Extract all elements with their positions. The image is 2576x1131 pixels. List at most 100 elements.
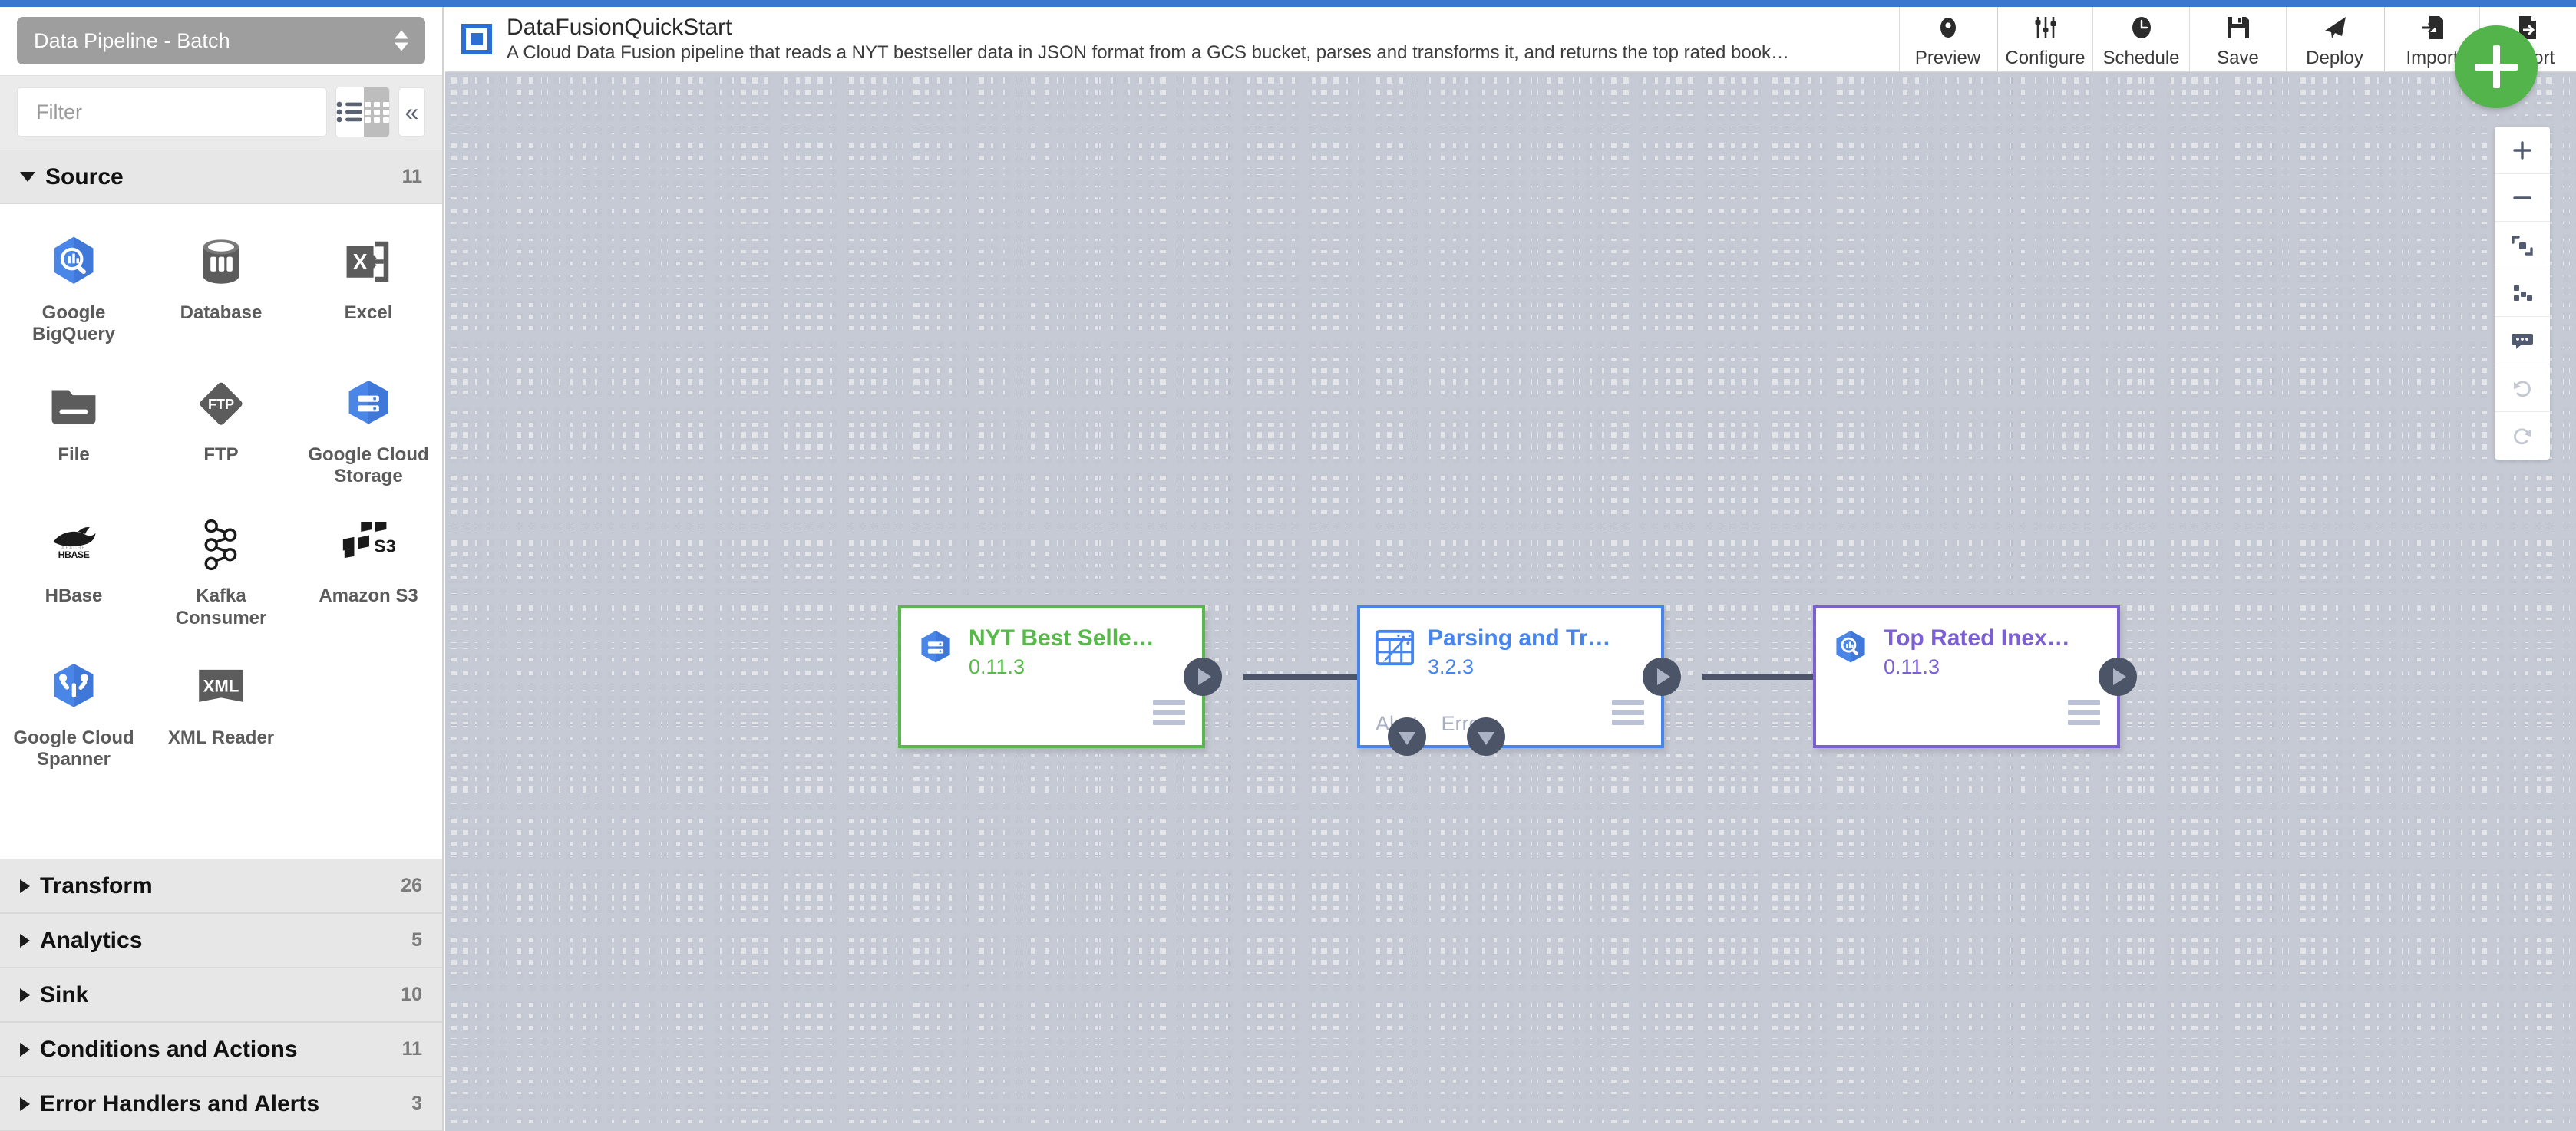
- plugin-item-xml-reader[interactable]: XML XML Reader: [147, 648, 295, 779]
- chevron-right-icon: [20, 1042, 30, 1057]
- add-node-button[interactable]: [2455, 25, 2538, 108]
- plugin-label: FTP: [203, 443, 239, 465]
- node-output-port[interactable]: [2099, 658, 2137, 696]
- pipeline-node-sink[interactable]: Top Rated Inex… 0.11.3: [1813, 605, 2137, 748]
- plugin-item-database[interactable]: Database: [147, 223, 295, 354]
- deploy-button[interactable]: Deploy: [2286, 7, 2383, 71]
- pipeline-node-source[interactable]: NYT Best Selle… 0.11.3: [898, 605, 1222, 748]
- sidebar-section-analytics[interactable]: Analytics 5: [0, 913, 442, 968]
- pipeline-description[interactable]: A Cloud Data Fusion pipeline that reads …: [507, 41, 1790, 63]
- chevron-double-left-icon[interactable]: «: [398, 87, 425, 137]
- google-bigquery-icon: [44, 232, 104, 292]
- plugin-label: Kafka Consumer: [175, 585, 267, 628]
- save-button[interactable]: Save: [2189, 7, 2286, 71]
- sidebar-spacer: [0, 793, 442, 859]
- plugin-item-google-bigquery[interactable]: Google BigQuery: [0, 223, 147, 354]
- plugin-item-hbase[interactable]: HBASE APACHE HBase: [0, 506, 147, 637]
- plugin-item-excel[interactable]: X Excel: [295, 223, 442, 354]
- sidebar-section-source[interactable]: Source 11: [0, 150, 442, 204]
- import-button[interactable]: Import: [2383, 7, 2479, 71]
- floppy-disk-icon: [2226, 12, 2251, 43]
- page-title[interactable]: DataFusionQuickStart: [507, 15, 732, 41]
- fit-screen-icon[interactable]: [2495, 222, 2550, 269]
- toolbar-action-label: Import: [2406, 48, 2459, 68]
- comment-bubble-icon[interactable]: [2495, 317, 2550, 364]
- node-title: Top Rated Inex…: [1884, 625, 2070, 651]
- schedule-button[interactable]: Schedule: [2092, 7, 2189, 71]
- search-input[interactable]: [17, 87, 327, 137]
- error-port-dot[interactable]: [1467, 717, 1505, 756]
- pipeline-type-select-wrap: Data Pipeline - Batch: [0, 7, 442, 76]
- svg-text:X: X: [353, 250, 368, 275]
- svg-text:HBASE: HBASE: [58, 549, 90, 560]
- plugin-item-google-cloud-spanner[interactable]: Google Cloud Spanner: [0, 648, 147, 779]
- svg-text:XML: XML: [203, 677, 239, 696]
- export-arrow-icon: [2516, 12, 2541, 43]
- sidebar-section-label: Transform: [40, 872, 153, 899]
- google-cloud-storage-icon: [339, 374, 398, 434]
- plugin-label: Amazon S3: [319, 585, 418, 607]
- grid-view-icon[interactable]: [364, 87, 389, 137]
- preview-button[interactable]: Preview: [1899, 7, 1996, 71]
- svg-text:S3: S3: [374, 536, 396, 556]
- align-nodes-icon[interactable]: [2495, 269, 2550, 317]
- hamburger-menu-icon[interactable]: [2068, 700, 2100, 725]
- toolbar-action-label: Configure: [2005, 48, 2086, 68]
- zoom-out-button[interactable]: [2495, 174, 2550, 222]
- pipeline-type-value: Data Pipeline - Batch: [34, 28, 230, 52]
- sidebar-section-count: 11: [401, 1038, 422, 1060]
- plugin-item-kafka-consumer[interactable]: Kafka Consumer: [147, 506, 295, 637]
- chevron-right-icon: [20, 879, 30, 893]
- sidebar-section-count: 5: [411, 929, 422, 951]
- toolbar-action-label: Preview: [1914, 48, 1981, 68]
- hbase-icon: HBASE APACHE: [44, 515, 104, 575]
- node-output-port[interactable]: [1184, 658, 1222, 696]
- node-version: 3.2.3: [1428, 655, 1475, 678]
- plugin-label: File: [58, 443, 90, 465]
- pipeline-canvas[interactable]: NYT Best Selle… 0.11.3: [445, 72, 2576, 1131]
- chevron-down-icon: [20, 172, 35, 182]
- database-icon: [191, 232, 251, 292]
- pipeline-type-select[interactable]: Data Pipeline - Batch: [17, 17, 425, 64]
- hamburger-menu-icon[interactable]: [1612, 700, 1644, 725]
- node-header: NYT Best Selle… 0.11.3: [901, 608, 1202, 679]
- node-header: Parsing and Tr… 3.2.3: [1360, 608, 1661, 679]
- zoom-in-button[interactable]: [2495, 127, 2550, 174]
- configure-button[interactable]: Configure: [1996, 7, 2092, 71]
- sidebar-section-transform[interactable]: Transform 26: [0, 859, 442, 913]
- hamburger-menu-icon[interactable]: [1153, 700, 1185, 725]
- undo-icon[interactable]: [2495, 364, 2550, 412]
- paper-plane-icon: [2322, 12, 2348, 43]
- node-title: NYT Best Selle…: [969, 625, 1154, 651]
- updown-caret-icon: [395, 30, 408, 51]
- plugin-item-google-cloud-storage[interactable]: Google Cloud Storage: [295, 364, 442, 496]
- sidebar-section-label: Error Handlers and Alerts: [40, 1090, 319, 1116]
- list-view-icon[interactable]: [336, 87, 364, 137]
- toolbar-action-label: Schedule: [2102, 48, 2180, 68]
- wrangler-icon: [1374, 627, 1415, 668]
- plugin-item-amazon-s3[interactable]: S3 Amazon S3: [295, 506, 442, 637]
- chevron-right-icon: [20, 933, 30, 948]
- plugin-item-ftp[interactable]: FTP FTP: [147, 364, 295, 496]
- alert-port-dot[interactable]: [1388, 717, 1426, 756]
- sidebar-section-sink[interactable]: Sink 10: [0, 968, 442, 1022]
- sidebar-section-count: 3: [411, 1093, 422, 1114]
- plugin-item-file[interactable]: File: [0, 364, 147, 496]
- plugin-sidebar: Data Pipeline - Batch: [0, 7, 444, 1131]
- collapse-sidebar-label: «: [405, 98, 419, 126]
- node-title: Parsing and Tr…: [1428, 625, 1611, 651]
- redo-icon[interactable]: [2495, 412, 2550, 460]
- alert-port[interactable]: Alert: [1376, 712, 1426, 756]
- sidebar-filter-row: «: [0, 76, 442, 150]
- plugin-label: Google BigQuery: [31, 302, 116, 345]
- sidebar-section-conditions-and-actions[interactable]: Conditions and Actions 11: [0, 1022, 442, 1077]
- node-output-port[interactable]: [1643, 658, 1681, 696]
- node-bottom-ports: Alert Error: [1376, 712, 1505, 756]
- error-port[interactable]: Error: [1442, 712, 1505, 756]
- sliders-icon: [2033, 12, 2059, 43]
- sidebar-section-error-handlers-and-alerts[interactable]: Error Handlers and Alerts 3: [0, 1077, 442, 1131]
- pipeline-node-transform[interactable]: Parsing and Tr… 3.2.3 Alert Error: [1357, 605, 1681, 756]
- sidebar-section-label: Conditions and Actions: [40, 1036, 298, 1062]
- node-text-block: Parsing and Tr… 3.2.3: [1428, 625, 1610, 679]
